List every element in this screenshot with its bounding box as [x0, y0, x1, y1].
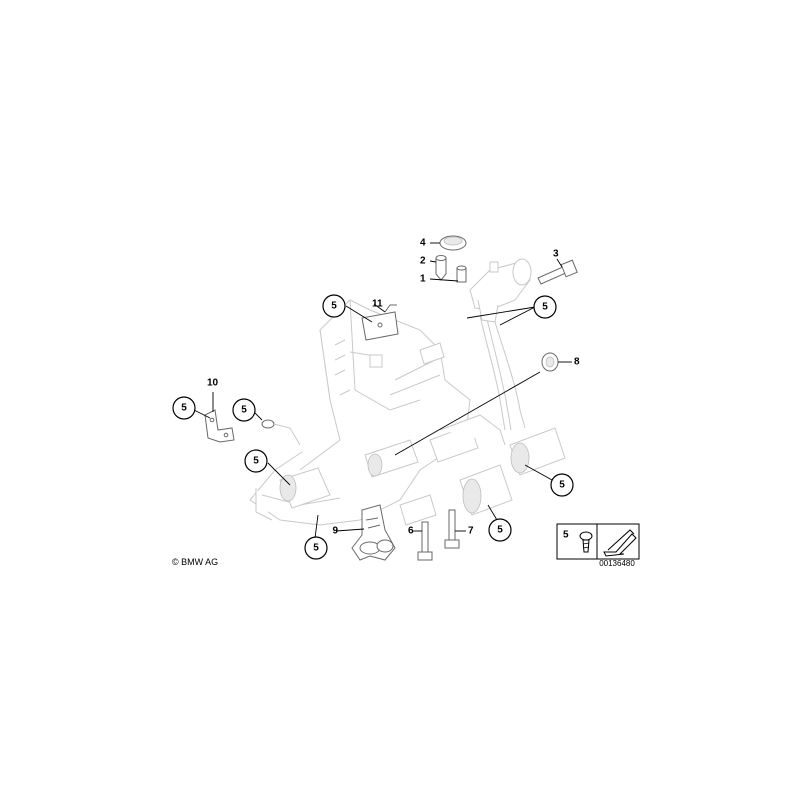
svg-text:5: 5	[497, 525, 503, 536]
callout-5-bottom-left[interactable]: 5	[304, 536, 328, 560]
callout-1[interactable]: 1	[420, 274, 426, 285]
part-6-bolt	[417, 521, 433, 561]
part-1-fitting	[456, 265, 467, 283]
svg-text:5: 5	[181, 403, 187, 414]
svg-text:5: 5	[331, 301, 337, 312]
callout-5-left-2[interactable]: 5	[232, 398, 256, 422]
svg-text:5: 5	[313, 543, 319, 554]
callout-7[interactable]: 7	[468, 526, 474, 537]
part-8-grommet	[541, 352, 559, 372]
svg-text:5: 5	[559, 480, 565, 491]
leader-lines	[193, 242, 572, 539]
svg-text:5: 5	[542, 302, 548, 313]
o-ring	[261, 419, 301, 446]
part-4-cap	[439, 235, 467, 251]
gearbox-housing	[249, 299, 471, 526]
callout-8[interactable]: 8	[574, 357, 580, 368]
callout-5-bottom-mid[interactable]: 5	[488, 518, 512, 542]
hydraulic-pipes	[439, 311, 526, 446]
callout-5-left[interactable]: 5	[172, 396, 196, 420]
callout-10[interactable]: 10	[207, 378, 219, 389]
copyright: © BMW AG	[172, 557, 218, 567]
svg-text:5: 5	[241, 405, 247, 416]
part-11-bracket	[361, 304, 399, 341]
arrow-icon	[603, 529, 637, 557]
legend-number: 5	[563, 530, 569, 541]
pump-assembly	[469, 258, 532, 323]
callout-2[interactable]: 2	[420, 256, 426, 267]
legend-box: 5 00136480	[556, 523, 640, 568]
document-number: 00136480	[599, 559, 635, 568]
part-9-clamp	[351, 504, 396, 561]
part-7-bolt	[444, 509, 460, 549]
callout-3[interactable]: 3	[553, 249, 559, 260]
callout-6[interactable]: 6	[408, 526, 414, 537]
callout-4[interactable]: 4	[420, 238, 426, 249]
screw-icon	[579, 531, 593, 553]
callout-11[interactable]: 11	[372, 299, 383, 310]
callout-5-near-11[interactable]: 5	[322, 294, 346, 318]
callout-5-right[interactable]: 5	[550, 473, 574, 497]
part-3-bolt	[537, 259, 578, 285]
part-2-plug	[435, 255, 447, 281]
callout-5-mid-left[interactable]: 5	[244, 449, 268, 473]
callout-9[interactable]: 9	[332, 526, 338, 537]
svg-text:5: 5	[253, 456, 259, 467]
callout-5-top-right[interactable]: 5	[533, 295, 557, 319]
part-10-bracket	[204, 409, 235, 443]
